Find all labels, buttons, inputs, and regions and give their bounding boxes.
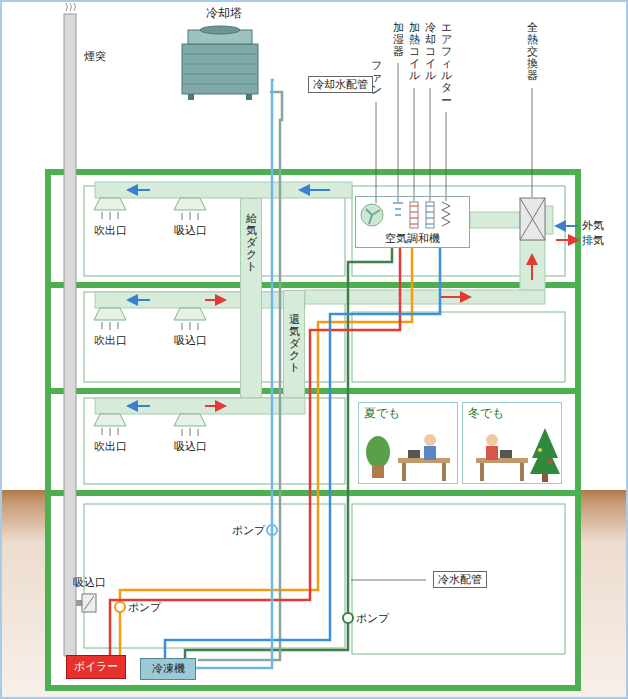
pipe-tag: 冷水配管 <box>433 571 487 588</box>
cooling-tower-symbol <box>174 6 266 100</box>
pipe <box>196 80 274 668</box>
outlet-label: 吹出口 <box>94 224 127 237</box>
part-label: エアフィルター <box>441 22 452 107</box>
node-label: 空気調和機 <box>385 232 440 245</box>
part-label: 煙突 <box>84 50 106 63</box>
air-label: 排気 <box>582 234 604 247</box>
season-panel: 冬でも <box>462 402 562 484</box>
node-label: 冬でも <box>468 406 556 420</box>
node-label: 冷却塔 <box>174 6 274 20</box>
node-label: 冷凍機 <box>152 662 185 675</box>
return-duct: 還気ダクト <box>283 290 305 398</box>
part-label: 加熱コイル <box>409 22 420 82</box>
cooling-tower: 冷却塔 <box>174 6 274 100</box>
season-panel: 夏でも <box>358 402 458 484</box>
part-label: 加湿器 <box>393 22 404 58</box>
air-handling-unit: 空気調和機 <box>355 196 470 248</box>
node-label: 冷却水配管 <box>313 78 368 91</box>
inlet-label: 吸込口 <box>73 576 106 589</box>
pump-label: ポンプ <box>128 601 161 614</box>
supply-duct: 給気ダクト <box>240 198 262 398</box>
chiller: 冷凍機 <box>140 658 196 680</box>
part-label: 全熱交換器 <box>527 22 538 82</box>
outlet-label: 吹出口 <box>94 334 127 347</box>
duct-label: 還気ダクト <box>289 314 300 374</box>
inlet-label: 吸込口 <box>174 440 207 453</box>
inlet-label: 吸込口 <box>174 334 207 347</box>
pump-label: ポンプ <box>232 524 265 537</box>
node-label: 冷水配管 <box>438 573 482 586</box>
pipe-tag: 冷却水配管 <box>308 76 373 93</box>
pipe <box>165 248 440 658</box>
pump-label: ポンプ <box>356 612 389 625</box>
node-label: 夏でも <box>364 406 452 420</box>
part-label: 冷却コイル <box>425 22 436 82</box>
air-label: 外気 <box>582 219 604 232</box>
duct-label: 給気ダクト <box>246 213 257 273</box>
part-label: ファン <box>371 60 382 96</box>
outlet-label: 吹出口 <box>94 440 127 453</box>
boiler: ボイラー <box>66 655 126 679</box>
inlet-label: 吸込口 <box>174 224 207 237</box>
node-label: ボイラー <box>74 660 118 673</box>
